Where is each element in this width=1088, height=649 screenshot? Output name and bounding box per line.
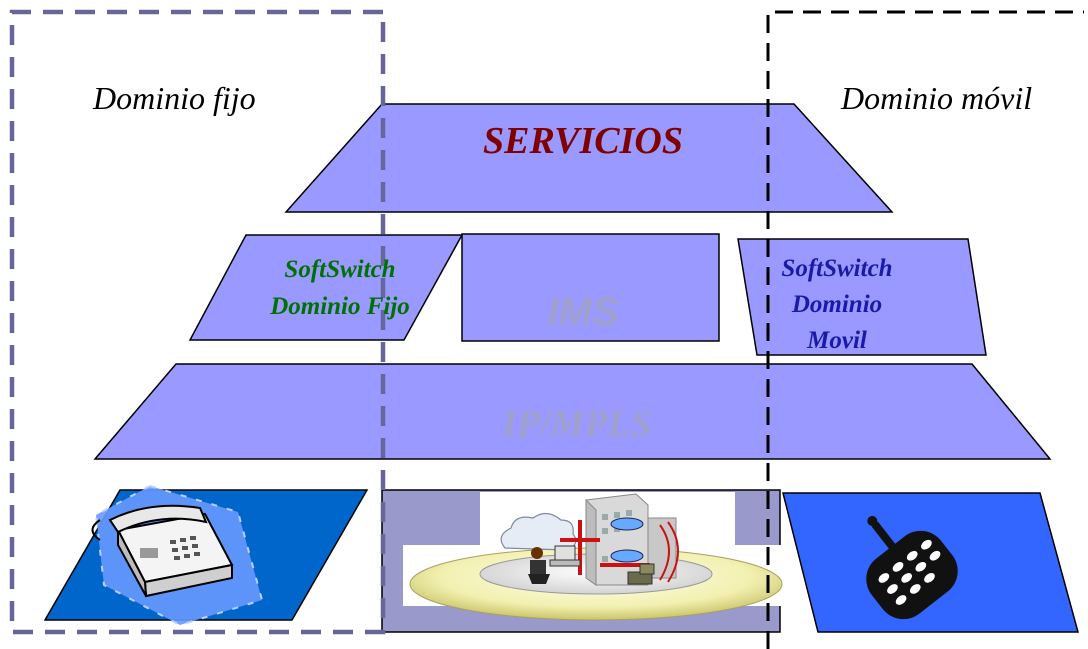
softswitch-mobile-line1: SoftSwitch: [781, 255, 892, 282]
desk-phone-icon: [91, 484, 264, 627]
fixed-domain-label: Dominio fijo: [92, 80, 256, 116]
services-label: SERVICIOS: [483, 120, 683, 162]
softswitch-mobile-line3: Movil: [806, 327, 867, 354]
softswitch-fixed-line1: SoftSwitch: [284, 256, 395, 283]
ip-mpls-label: IP/MPLS: [501, 403, 652, 445]
mobile-domain-boundary: [766, 10, 1084, 649]
softswitch-fixed-layer: [188, 234, 464, 341]
ims-layer: [461, 233, 720, 342]
softswitch-fixed-line2: Dominio Fijo: [269, 293, 410, 320]
ims-label: IMS: [547, 290, 618, 334]
softswitch-mobile-line2: Dominio: [791, 291, 882, 318]
mobile-domain-label: Dominio móvil: [840, 80, 1032, 116]
services-layer: [284, 103, 894, 213]
fixed-domain-boundary: [9, 9, 386, 635]
ip-mpls-layer: [93, 363, 1052, 460]
softswitch-mobile-layer: [737, 238, 987, 356]
mobile-phone-icon: [866, 515, 958, 620]
office-network-icon: [409, 493, 783, 621]
